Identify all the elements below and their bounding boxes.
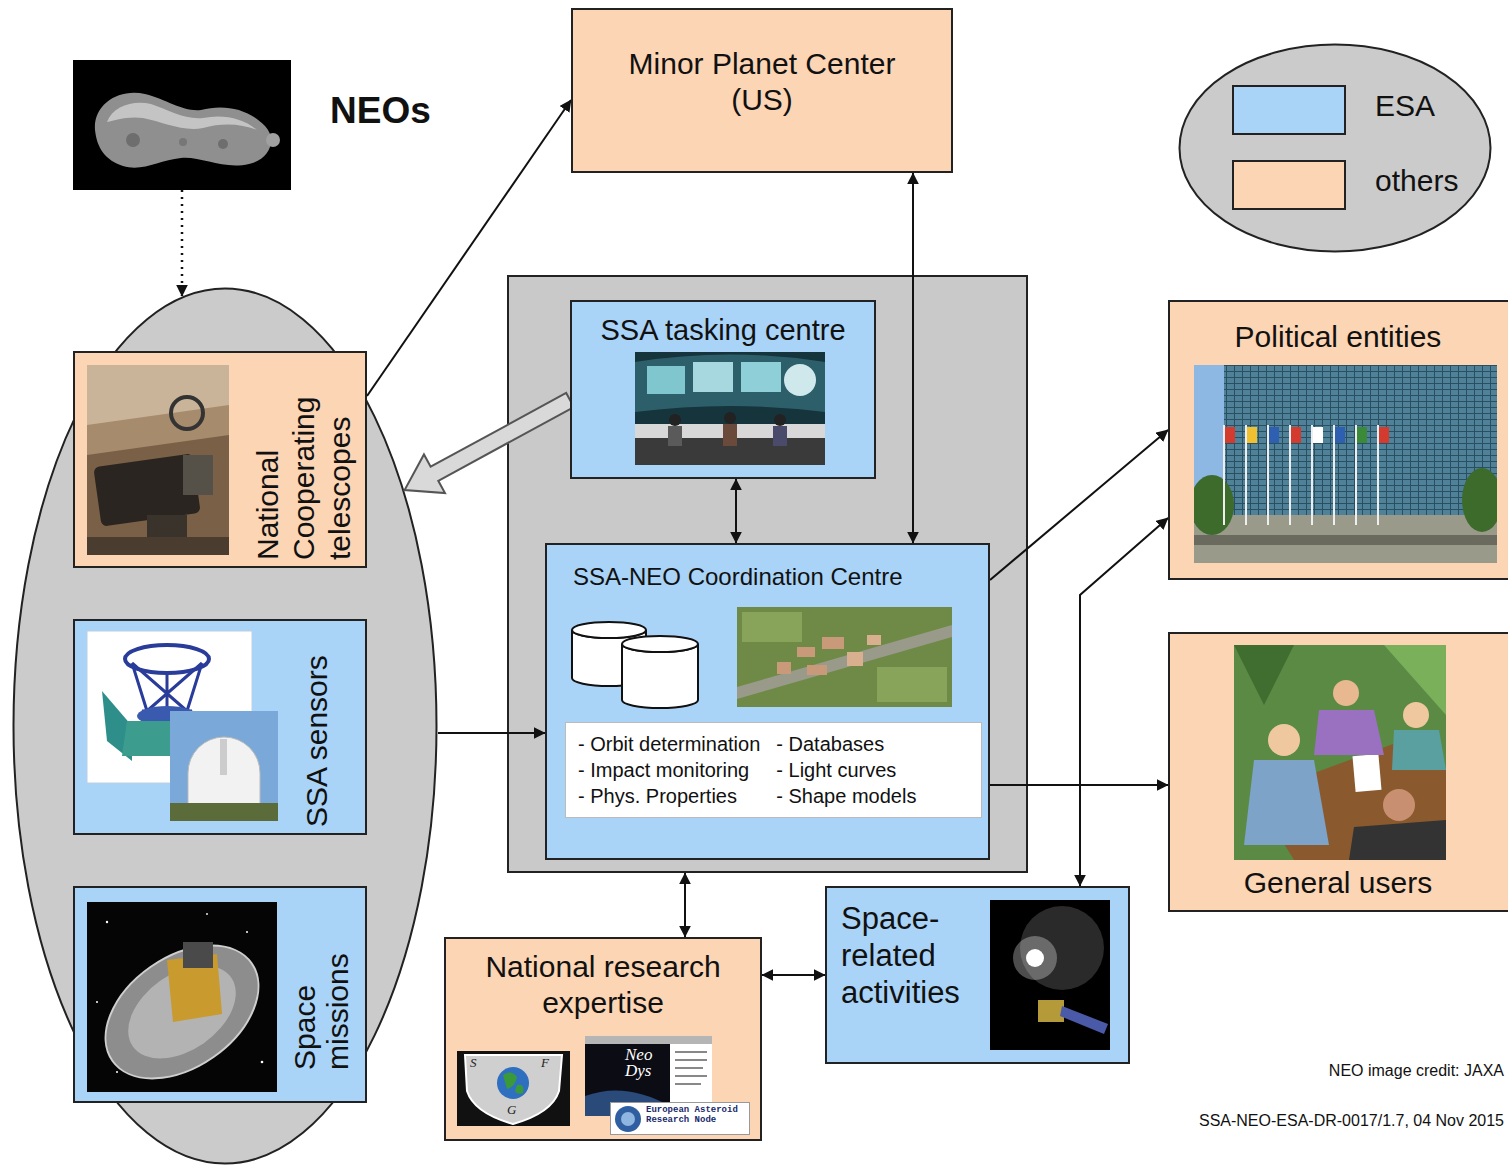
connector [367, 100, 571, 396]
legend-entry: ESA [1232, 85, 1472, 135]
node-title: Space missions [288, 920, 354, 1070]
list-item: - Databases [776, 731, 916, 757]
centre-group: SSA tasking centre- Orbit determination-… [507, 275, 1028, 873]
legend-text: ESA [1375, 89, 1508, 124]
connector [990, 430, 1168, 580]
illustration [87, 902, 277, 1092]
centre-box: SSA tasking centre [570, 300, 876, 479]
image-credit: NEO image credit: JAXA [1250, 1062, 1504, 1080]
source-group: National Cooperating telescopesSSA senso… [12, 287, 438, 1165]
node-title: SSA sensors [299, 627, 335, 827]
logo-text: European Asteroid Research Node [646, 1106, 748, 1126]
illustration [990, 900, 1110, 1050]
legend-swatch [1232, 160, 1346, 210]
node-title: SSA tasking centre [572, 314, 874, 347]
connector [762, 974, 825, 976]
group-outline [14, 289, 437, 1164]
illustration [1194, 365, 1497, 563]
node-title: General users [1170, 866, 1506, 901]
illustration [87, 365, 229, 555]
list-item: - Orbit determination [578, 731, 760, 757]
object-picture: NEOs [73, 60, 453, 190]
node-title: SSA-NEO Coordination Centre [573, 563, 973, 591]
illustration [87, 365, 229, 555]
logo-letter: F [541, 1056, 555, 1071]
list-item: - Shape models [776, 783, 916, 809]
legend-entry: others [1232, 160, 1472, 210]
illustration [635, 352, 825, 465]
illustration [1194, 365, 1497, 563]
source-box: Space missions [73, 886, 367, 1103]
source-box: SSA sensors [73, 619, 367, 835]
tasking-arrow [405, 393, 574, 493]
logo-letter: S [470, 1056, 484, 1071]
connector [990, 785, 1080, 886]
logo-letter: G [507, 1103, 521, 1118]
label-holder: European Asteroid Research Node [646, 1106, 748, 1126]
task-list: - Orbit determination- Impact monitoring… [565, 722, 982, 818]
illustration [990, 900, 1110, 1050]
source-box: National Cooperating telescopes [73, 351, 367, 568]
legend-outline [1180, 45, 1491, 252]
list-item: - Phys. Properties [578, 783, 760, 809]
illustration [73, 60, 291, 190]
node-title: NEOs [330, 90, 450, 133]
centre-box: - Orbit determination- Impact monitoring… [545, 543, 990, 860]
label-holder: NEO image credit: JAXA [1250, 1062, 1504, 1080]
label-holder: G [507, 1103, 521, 1118]
connector [684, 873, 686, 937]
illustration [635, 352, 825, 465]
node-title: National Cooperating telescopes [250, 360, 358, 560]
illustration [1234, 645, 1446, 860]
connector [181, 190, 184, 296]
user-box: Political entities [1168, 300, 1508, 580]
node-title: Political entities [1170, 320, 1506, 355]
illustration [570, 618, 700, 710]
illustration [572, 622, 698, 708]
connector [438, 732, 545, 734]
illustration [73, 60, 291, 190]
node-title: Space-related activities [841, 900, 991, 1012]
illustration [170, 711, 278, 821]
node-title: Minor Planet Center (US) [612, 46, 912, 118]
illustration [737, 607, 952, 707]
legend-swatch [1232, 85, 1346, 135]
illustration [170, 711, 278, 821]
user-box: General users [1168, 632, 1508, 912]
illustration [87, 902, 277, 1092]
legend-outline [1178, 43, 1492, 253]
node-title: National research expertise [446, 949, 760, 1021]
connector [990, 784, 1168, 786]
partner-box: Space-related activities [825, 886, 1130, 1064]
label-holder: F [541, 1056, 555, 1071]
label-holder: S [470, 1056, 484, 1071]
organisation-box: Minor Planet Center (US) [571, 8, 953, 173]
legend-text: others [1375, 164, 1508, 199]
document-id: SSA-NEO-ESA-DR-0017/1.7, 04 Nov 2015 [1120, 1112, 1504, 1130]
legend: ESA others [1178, 43, 1492, 253]
label-holder: SSA-NEO-ESA-DR-0017/1.7, 04 Nov 2015 [1120, 1112, 1504, 1130]
illustration [457, 1051, 570, 1126]
illustration [611, 1103, 750, 1135]
illustration [737, 607, 952, 707]
illustration [1234, 645, 1446, 860]
logo-text: Neo Dys [625, 1047, 669, 1079]
connector [735, 479, 737, 543]
list-item: - Impact monitoring [578, 757, 760, 783]
list-item: - Light curves [776, 757, 916, 783]
connector [912, 173, 914, 543]
connector [990, 518, 1168, 785]
label-holder: Neo Dys [625, 1047, 669, 1079]
